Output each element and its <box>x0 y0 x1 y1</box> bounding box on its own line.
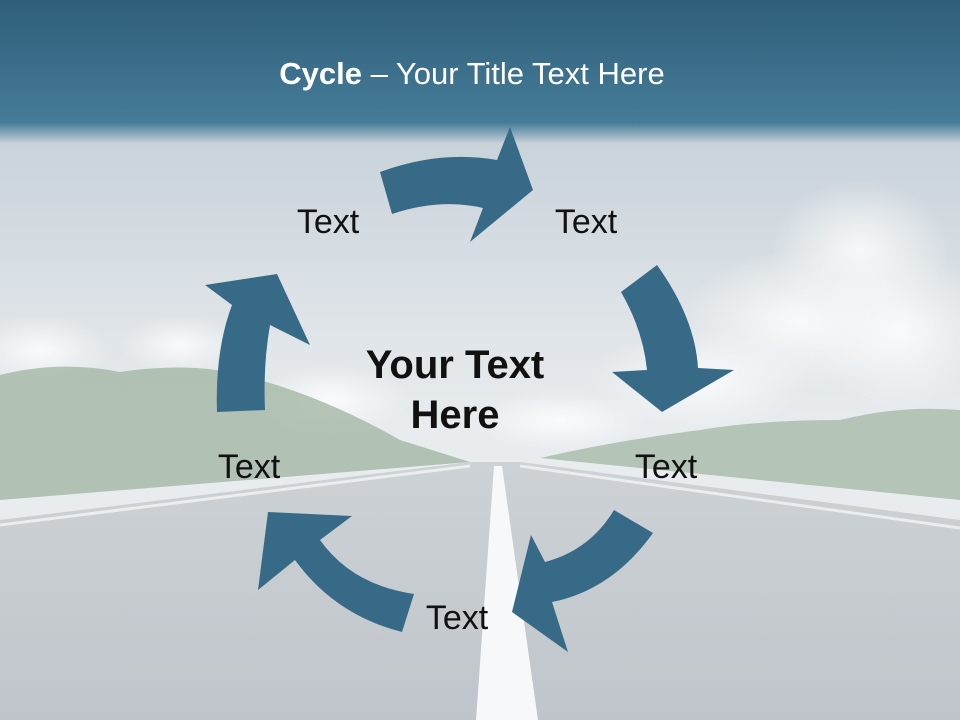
cycle-arrow-right-upper <box>612 265 734 412</box>
cycle-node-label-2: Text <box>554 203 618 241</box>
center-text-line-2: Here <box>410 393 500 437</box>
title-rest: – Your Title Text Here <box>362 56 665 91</box>
slide-title: Cycle – Your Title Text Here <box>0 52 944 96</box>
cycle-arrow-bottom <box>258 512 414 632</box>
center-text-line-1: Your Text <box>365 343 545 387</box>
cycle-arrow-left <box>205 274 310 412</box>
cycle-center-text: Your Text Here <box>300 340 610 440</box>
title-bold-word: Cycle <box>279 56 362 91</box>
cycle-node-label-3: Text <box>634 448 698 486</box>
cycle-node-label-1: Text <box>296 203 360 241</box>
cycle-node-label-4: Text <box>425 599 489 637</box>
cycle-arrow-top <box>380 127 533 242</box>
cycle-arrow-right-lower <box>512 510 653 652</box>
cycle-node-label-5: Text <box>217 448 281 486</box>
